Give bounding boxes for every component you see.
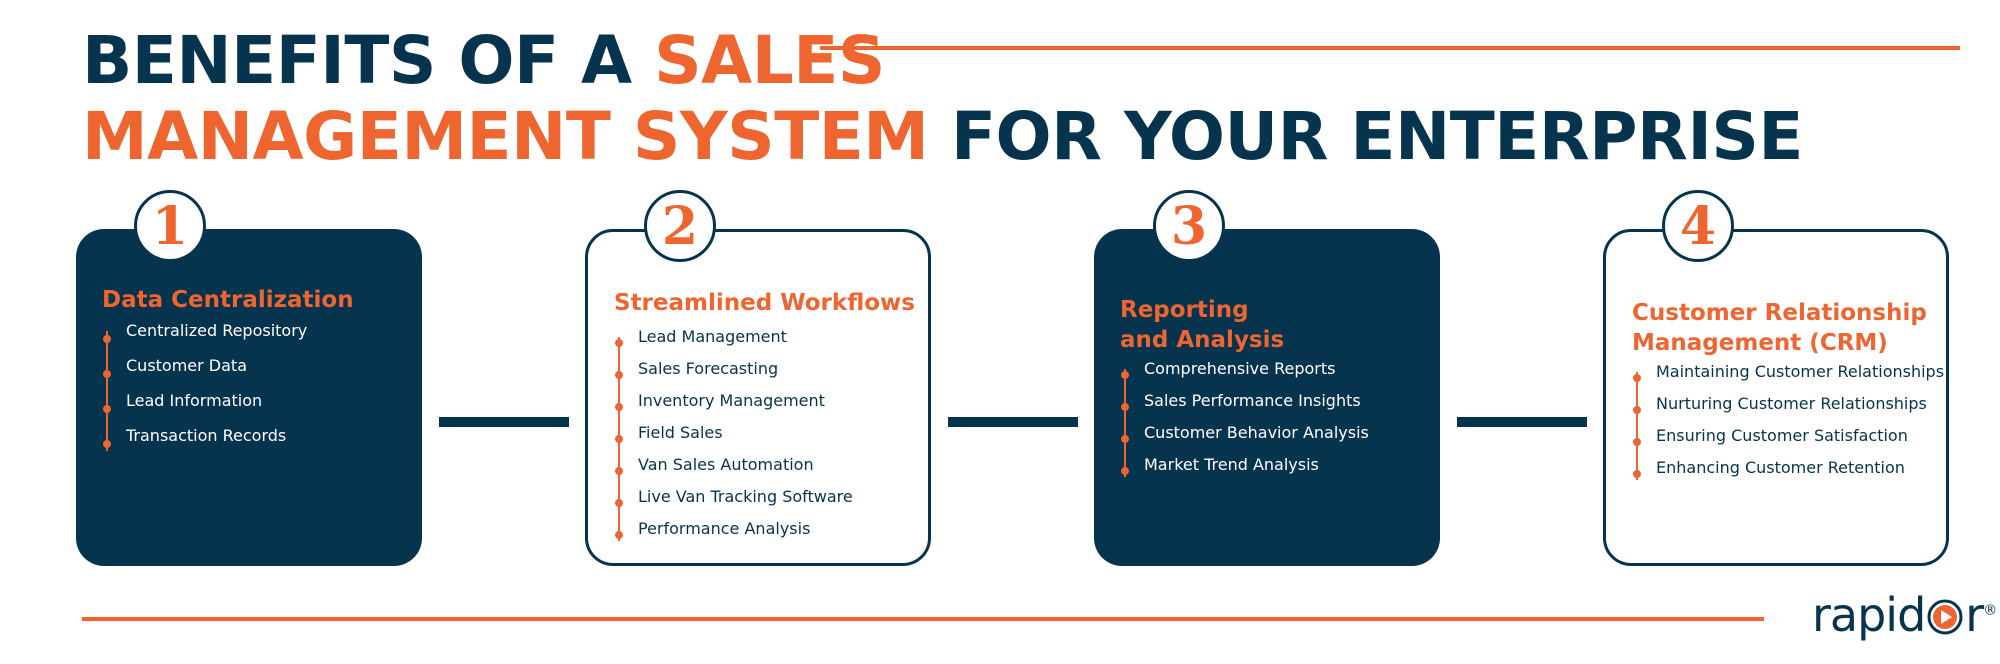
title-text-benefits: BENEFITS OF A (82, 22, 655, 99)
card-title-line-1: Reporting (1120, 297, 1249, 323)
card-title: Reporting and Analysis (1120, 295, 1430, 355)
title-text-sales: SALES (654, 22, 885, 99)
card-title-line-1: Customer Relationship (1632, 300, 1927, 326)
list-item: Enhancing Customer Retention (1632, 458, 1944, 490)
list-item: Inventory Management (615, 391, 853, 423)
step-number-badge-2: 2 (644, 190, 716, 262)
list-item: Customer Data (102, 356, 307, 391)
connector-2-3 (948, 417, 1078, 427)
benefit-card-1: Data Centralization Centralized Reposito… (76, 229, 422, 566)
list-item: Lead Information (102, 391, 307, 426)
card-title-line-2: Management (CRM) (1632, 330, 1888, 356)
title-text-management-system: MANAGEMENT SYSTEM (82, 98, 929, 175)
list-item: Nurturing Customer Relationships (1632, 394, 1944, 426)
connector-1-2 (439, 417, 569, 427)
page-title-line-2: MANAGEMENT SYSTEM FOR YOUR ENTERPRISE (82, 104, 1804, 170)
benefit-list: Maintaining Customer Relationships Nurtu… (1632, 362, 1944, 490)
list-item: Sales Performance Insights (1121, 391, 1369, 423)
list-item: Sales Forecasting (615, 359, 853, 391)
logo-text-suffix: r (1965, 588, 1984, 642)
benefit-list: Centralized Repository Customer Data Lea… (102, 321, 307, 461)
list-item: Van Sales Automation (615, 455, 853, 487)
list-item: Centralized Repository (102, 321, 307, 356)
list-item: Comprehensive Reports (1121, 359, 1369, 391)
page-title-line-1: BENEFITS OF A SALES (82, 28, 885, 94)
logo-text-prefix: rapid (1812, 588, 1926, 642)
connector-3-4 (1457, 417, 1587, 427)
card-title: Customer Relationship Management (CRM) (1632, 298, 1936, 358)
benefit-list: Comprehensive Reports Sales Performance … (1121, 359, 1369, 487)
list-item: Ensuring Customer Satisfaction (1632, 426, 1944, 458)
registered-mark: ® (1983, 602, 1997, 619)
list-item: Field Sales (615, 423, 853, 455)
list-item: Transaction Records (102, 426, 307, 461)
benefit-card-4: Customer Relationship Management (CRM) M… (1603, 229, 1949, 566)
list-item: Live Van Tracking Software (615, 487, 853, 519)
title-text-enterprise: FOR YOUR ENTERPRISE (928, 98, 1804, 175)
step-number-badge-1: 1 (134, 190, 206, 262)
benefit-card-3: Reporting and Analysis Comprehensive Rep… (1094, 229, 1440, 566)
top-divider (820, 46, 1960, 50)
play-circle-icon (1925, 597, 1965, 644)
card-title: Streamlined Workflows (614, 290, 915, 316)
bottom-divider (82, 617, 1764, 621)
list-item: Market Trend Analysis (1121, 455, 1369, 487)
list-item: Performance Analysis (615, 519, 853, 551)
step-number-badge-4: 4 (1662, 190, 1734, 262)
list-item: Maintaining Customer Relationships (1632, 362, 1944, 394)
card-title-line-2: and Analysis (1120, 327, 1285, 353)
step-number-badge-3: 3 (1153, 190, 1225, 262)
benefit-card-2: Streamlined Workflows Lead Management Sa… (585, 229, 931, 566)
benefit-list: Lead Management Sales Forecasting Invent… (615, 327, 853, 551)
list-item: Lead Management (615, 327, 853, 359)
list-item: Customer Behavior Analysis (1121, 423, 1369, 455)
card-title: Data Centralization (102, 287, 354, 313)
